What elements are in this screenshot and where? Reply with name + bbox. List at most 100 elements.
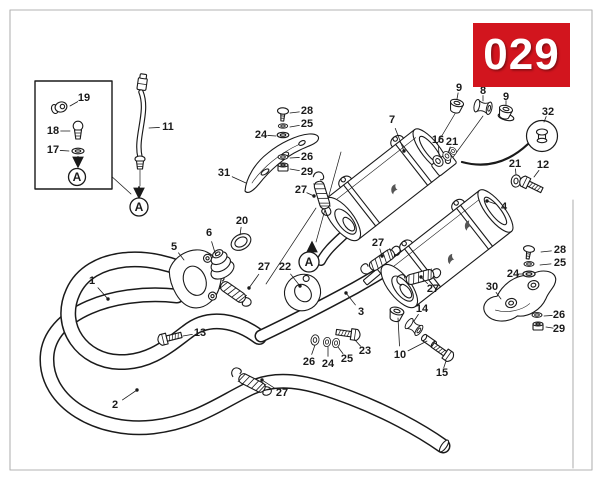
- leader-dot: [298, 284, 302, 288]
- rubber-mount-9: [447, 97, 465, 115]
- part-callout-27: 27: [295, 184, 307, 196]
- leader-line: [261, 379, 275, 389]
- leader-line: [148, 127, 160, 129]
- leader-line: [354, 339, 361, 347]
- leader-line: [443, 360, 447, 369]
- part-callout-29: 29: [301, 166, 313, 178]
- part-callout-13: 13: [194, 327, 206, 339]
- leader-dot: [247, 286, 251, 290]
- detail-marker-circle: [129, 197, 149, 217]
- part-callout-16: 16: [432, 134, 444, 146]
- part-callout-12: 12: [537, 159, 549, 171]
- detail-marker-letter: A: [73, 170, 82, 184]
- part-callout-2: 2: [112, 399, 118, 411]
- part-callout-6: 6: [206, 227, 212, 239]
- leader-line: [337, 346, 344, 355]
- part-callout-26: 26: [303, 356, 315, 368]
- part-callout-32: 32: [542, 106, 554, 118]
- part-callout-19: 19: [78, 92, 90, 104]
- leader-line: [397, 317, 400, 347]
- leader-line: [289, 157, 300, 159]
- part-callout-5: 5: [171, 241, 177, 253]
- part-callout-25: 25: [301, 118, 313, 130]
- part-callout-29: 29: [553, 323, 565, 335]
- washer-24: [522, 270, 536, 278]
- leader-line: [394, 127, 405, 152]
- leader-line: [543, 116, 547, 123]
- bolt-23: [334, 326, 362, 342]
- header-pipe-2: [39, 287, 451, 454]
- plate-number-badge: 029: [473, 23, 570, 87]
- leader-line: [289, 124, 300, 128]
- washer-24: [276, 131, 290, 139]
- leader-line: [413, 313, 419, 322]
- detail-marker-letter: A: [135, 200, 144, 214]
- leader-line: [447, 146, 451, 154]
- leader-line: [495, 291, 502, 300]
- part-callout-1: 1: [89, 275, 95, 287]
- muffler-upper-7: [323, 128, 449, 242]
- detail-marker-letter: A: [305, 255, 314, 269]
- part-callout-9: 9: [456, 82, 462, 94]
- spark-plug-18: [72, 120, 84, 140]
- bolt-15: [429, 339, 457, 364]
- leader-line: [290, 273, 301, 287]
- part-callout-26: 26: [553, 309, 565, 321]
- part-callout-9: 9: [503, 91, 509, 103]
- leader-line: [533, 169, 540, 178]
- leader-line: [515, 168, 517, 176]
- leader-line: [97, 287, 109, 300]
- leader-line: [545, 326, 554, 329]
- part-callout-4: 4: [501, 201, 508, 213]
- header-pipe-1: [60, 251, 267, 370]
- flange-22: [284, 273, 322, 312]
- washer-25: [277, 123, 289, 129]
- leader-line: [289, 168, 300, 172]
- part-callout-24: 24: [507, 268, 520, 280]
- part-callout-25: 25: [554, 257, 566, 269]
- leader-line: [182, 333, 193, 337]
- leader-line: [345, 292, 356, 306]
- part-callout-7: 7: [389, 114, 395, 126]
- bolt-12: [517, 174, 545, 196]
- leader-line: [69, 101, 79, 107]
- washer-24: [322, 336, 332, 348]
- part-callout-27: 27: [427, 283, 439, 295]
- part-callout-31: 31: [218, 167, 230, 179]
- washer-26: [309, 333, 321, 347]
- part-callout-17: 17: [47, 144, 59, 156]
- part-callout-28: 28: [301, 105, 313, 117]
- part-callout-20: 20: [236, 215, 248, 227]
- leader-line: [248, 273, 260, 289]
- nut-29: [277, 162, 289, 172]
- washer-26: [531, 312, 543, 318]
- part-callout-8: 8: [480, 85, 486, 97]
- washer-17: [71, 147, 85, 155]
- part-callout-27: 27: [258, 261, 270, 273]
- part-callout-3: 3: [358, 306, 364, 318]
- leader-dot: [260, 378, 264, 382]
- leader-line: [289, 111, 300, 114]
- leader-line: [311, 344, 316, 355]
- washer-25: [523, 261, 535, 267]
- part-callout-28: 28: [554, 244, 566, 256]
- washer-25: [331, 337, 341, 349]
- part-callout-15: 15: [436, 367, 448, 379]
- leader-dot: [344, 291, 348, 295]
- detail-balloon-32: [460, 119, 559, 166]
- detail-marker-circle: [67, 167, 87, 187]
- detail-marker-circle: [298, 251, 320, 273]
- exhaust-flange-5: [168, 249, 222, 309]
- part-callout-18: 18: [47, 125, 59, 137]
- leader-dot: [106, 297, 110, 301]
- part-callout-21: 21: [509, 158, 521, 170]
- nut-29: [532, 321, 544, 331]
- part-callout-22: 22: [279, 261, 291, 273]
- leader-dot: [419, 275, 423, 279]
- leader-line: [267, 135, 277, 137]
- part-callout-27: 27: [372, 237, 384, 249]
- leader-dot: [485, 199, 489, 203]
- leader-line: [407, 340, 428, 352]
- leader-line: [543, 315, 553, 317]
